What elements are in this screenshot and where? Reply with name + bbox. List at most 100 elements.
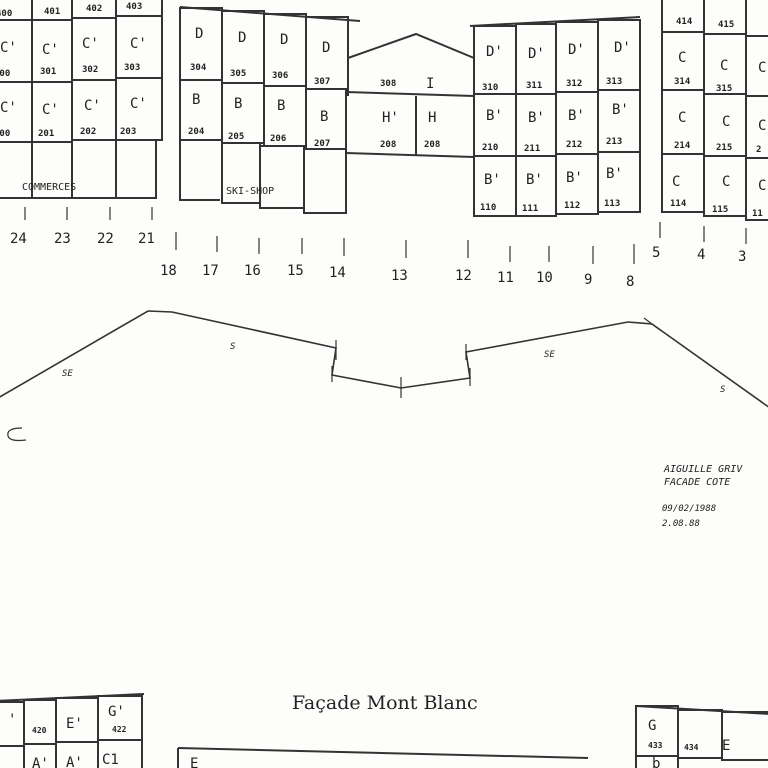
unit-315-letter: C — [720, 58, 728, 74]
bottom-unit-422-letter: G' — [108, 704, 125, 720]
unit-203-number: 203 — [120, 127, 136, 137]
axis-21: 21 — [138, 231, 155, 247]
unit-402: 402 — [71, 0, 117, 19]
bottom-unit-420-letter: E' — [66, 716, 83, 732]
stray-mark — [7, 427, 27, 442]
bottom-unit-a1-letter: A' — [32, 756, 49, 768]
unit-214: C 214 — [661, 89, 705, 155]
note-line-2: FACADE COTE — [664, 477, 730, 488]
bottom-unit-433-letter: G — [648, 718, 656, 734]
axis-3: 3 — [738, 249, 746, 265]
axis-9: 9 — [584, 272, 592, 288]
unit-205: B 205 — [221, 82, 265, 144]
unit-211-number: 211 — [524, 144, 540, 154]
unit-206: B 206 — [263, 85, 307, 147]
unit-207-number: 207 — [314, 139, 330, 149]
unit-300-letter: C' — [0, 40, 17, 56]
unit-304: D 304 — [179, 7, 223, 81]
unit-204: B 204 — [179, 79, 223, 141]
unit-308-number: 308 — [380, 79, 396, 89]
unit-305-number: 305 — [230, 69, 246, 79]
unit-110-letter: B' — [484, 172, 501, 188]
unit-204-number: 204 — [188, 127, 205, 137]
unit-306-number: 306 — [272, 71, 288, 81]
unit-216-letter: C — [758, 118, 766, 134]
orientation-se-left: SE — [62, 369, 73, 379]
unit-205-letter: B — [234, 96, 242, 112]
unit-303-letter: C' — [130, 36, 147, 52]
unit-200-letter: C' — [0, 100, 17, 116]
unit-203-letter: C' — [130, 96, 147, 112]
unit-305: D 305 — [221, 10, 265, 84]
center-axes: 13 12 — [391, 240, 472, 284]
note-date-2: 2.08.88 — [662, 519, 700, 529]
bottom-right-partial: G 433 434 E b — [635, 705, 768, 768]
unit-300: C' 300 — [0, 19, 33, 83]
unit-403-number: 403 — [126, 2, 142, 12]
unit-114-number: 114 — [670, 199, 687, 209]
unit-305-letter: D — [238, 30, 246, 46]
bottom-facade-title: Façade Mont Blanc — [292, 692, 478, 714]
unit-310-number: 310 — [482, 83, 498, 93]
unit-201-letter: C' — [42, 102, 59, 118]
axis-16: 16 — [244, 263, 261, 279]
unit-312-letter: D' — [568, 42, 585, 58]
note-date-1: 09/02/1988 — [662, 504, 716, 514]
unit-211-letter: B' — [528, 110, 545, 126]
unit-216-partial: C 2 — [745, 95, 768, 159]
bottom-center-partial: E — [177, 747, 589, 768]
unit-201-number: 201 — [38, 129, 54, 139]
far-right-axes: 5 4 3 — [652, 222, 747, 265]
unit-204-letter: B — [192, 92, 200, 108]
unit-313-number: 313 — [606, 77, 622, 87]
unit-400: 400 — [0, 0, 33, 21]
axis-14: 14 — [329, 265, 346, 281]
unit-402-number: 402 — [86, 4, 102, 14]
unit-215: C 215 — [703, 93, 747, 157]
unit-216-number: 2 — [756, 145, 761, 155]
unit-213: B' 213 — [597, 89, 641, 153]
unit-304-letter: D — [195, 26, 203, 42]
unit-208-number-left: 208 — [380, 140, 396, 150]
axis-15: 15 — [287, 263, 304, 279]
unit-302-number: 302 — [82, 65, 98, 75]
unit-207: B 207 — [305, 88, 347, 150]
unit-113-number: 113 — [604, 199, 620, 209]
unit-206-letter: B — [277, 98, 285, 114]
bottom-center-letter: E — [190, 756, 198, 768]
unit-301: C' 301 — [31, 19, 73, 83]
orientation-s-left: S — [230, 342, 236, 352]
unit-113: B' 113 — [597, 151, 641, 213]
left-block: 400 401 402 403 C' 300 C' 301 C' 302 — [0, 0, 163, 247]
unit-110: B' 110 — [473, 155, 517, 217]
unit-414: 414 — [661, 0, 705, 33]
unit-307-letter: D — [322, 40, 330, 56]
unit-302: C' 302 — [71, 17, 117, 81]
unit-212-number: 212 — [566, 140, 582, 150]
axis-13: 13 — [391, 268, 408, 284]
unit-314-number: 314 — [674, 77, 691, 87]
axis-23: 23 — [54, 231, 71, 247]
skishop-unit — [259, 145, 305, 209]
unit-300-number: 300 — [0, 69, 10, 79]
unit-313-letter: D' — [614, 40, 631, 56]
unit-415-number: 415 — [718, 20, 734, 30]
unit-401: 401 — [31, 0, 73, 21]
unit-205-number: 205 — [228, 132, 244, 142]
bottom-unit-b-letter: b — [652, 756, 660, 768]
bottom-unit-433-number: 433 — [648, 741, 663, 750]
unit-114: C 114 — [661, 153, 705, 213]
unit-314-letter: C — [678, 50, 686, 66]
title-note: AIGUILLE GRIV FACADE COTE 09/02/1988 2.0… — [662, 464, 743, 529]
unit-311-letter: D' — [528, 46, 545, 62]
bottom-unit-434-number: 434 — [684, 743, 699, 752]
axis-5: 5 — [652, 245, 660, 261]
unit-208-letter-left: H' — [382, 110, 399, 126]
bottom-unit-a2-letter: A' — [66, 755, 83, 768]
unit-116-letter: C — [758, 178, 766, 194]
unit-116-partial: C 11 — [745, 157, 768, 221]
unit-112-letter: B' — [566, 170, 583, 186]
middle-axes: 18 17 16 15 14 — [160, 232, 346, 281]
ground-unit-21 — [115, 139, 157, 199]
